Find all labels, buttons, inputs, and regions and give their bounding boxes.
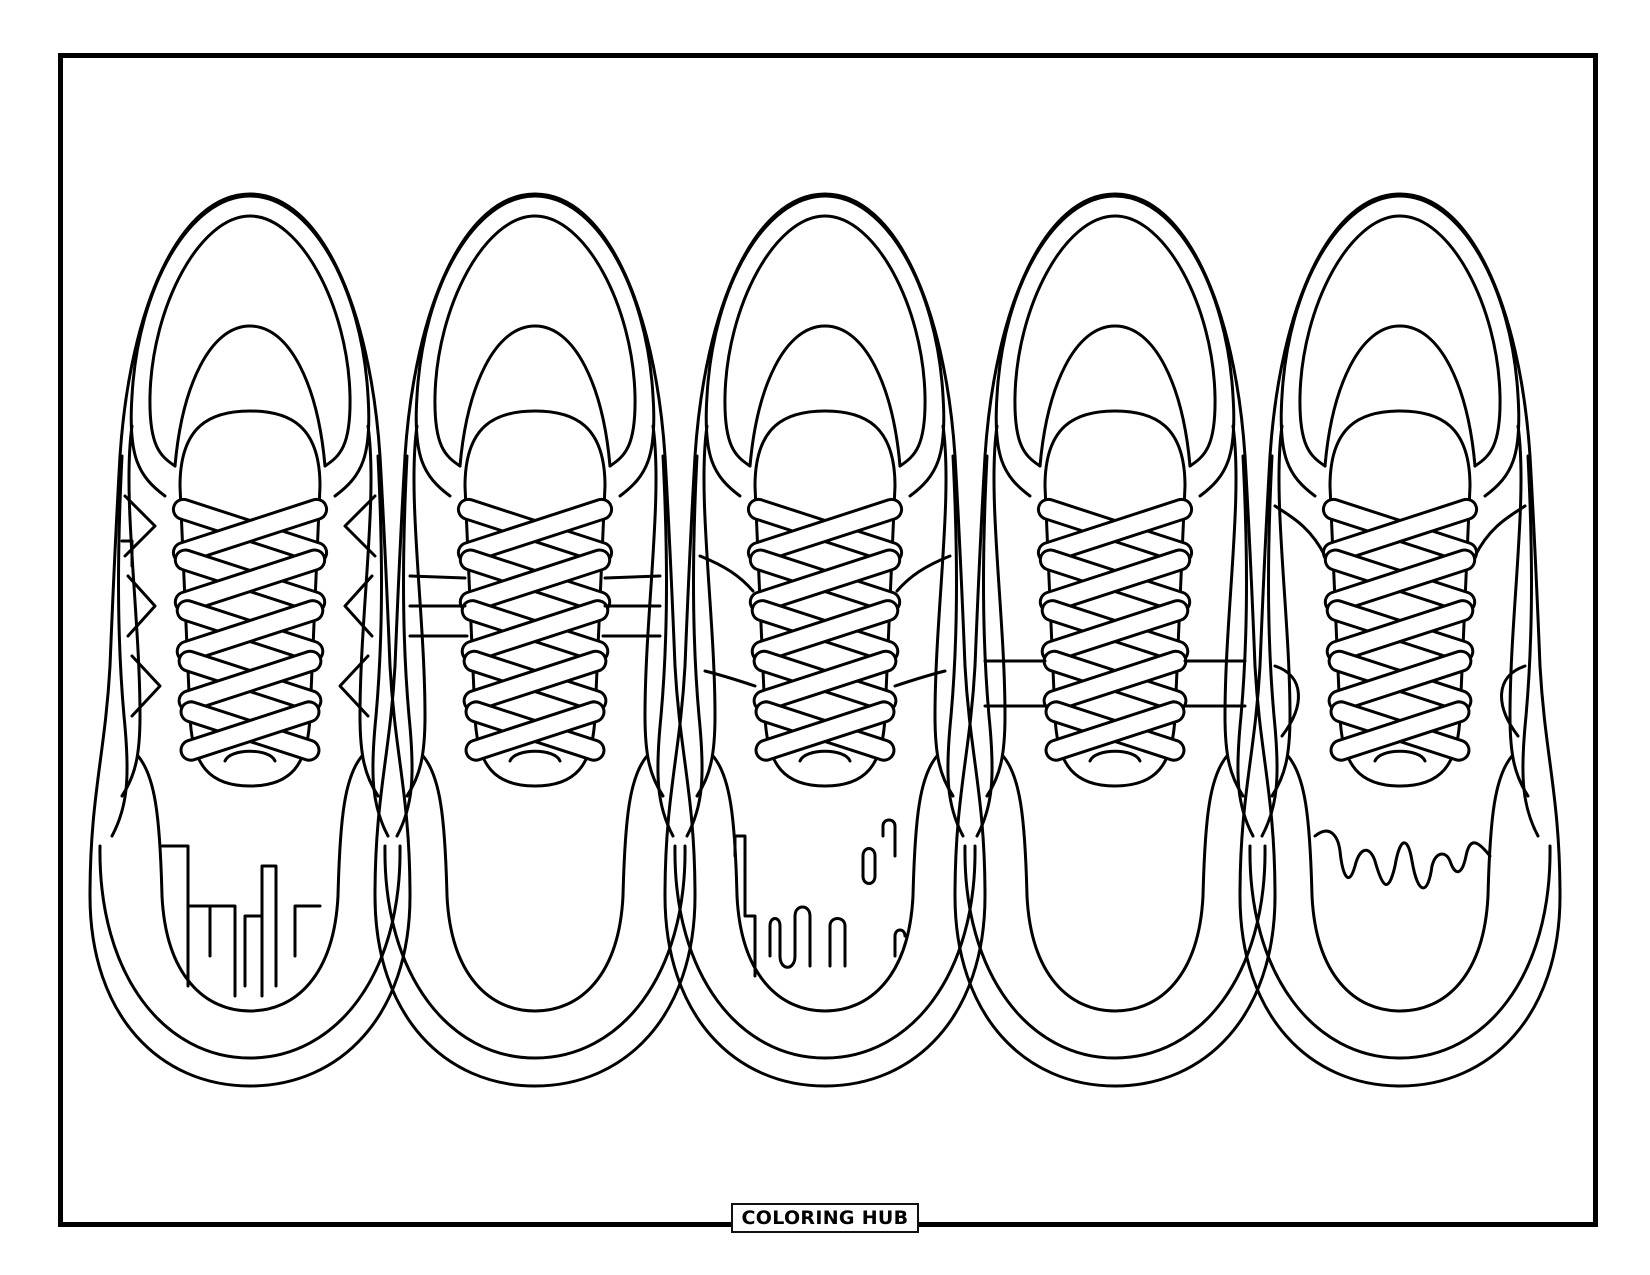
shoe-5-wave-pattern: [1273, 504, 1527, 738]
shoe-2: [373, 192, 697, 1088]
shoe-3-drip-pattern: [733, 818, 907, 978]
badge-label: COLORING HUB: [741, 1207, 909, 1229]
shoe-1-chevron-pattern: [120, 494, 377, 718]
shoe-1-skyline-pattern: [160, 844, 322, 998]
shoe-2-stripe-pattern: [408, 574, 662, 638]
shoe-4: [953, 192, 1277, 1088]
shoe-3: [663, 192, 987, 1088]
shoe-4-band-pattern: [983, 659, 1247, 708]
shoe-5: [1238, 192, 1562, 1088]
coloring-hub-badge: COLORING HUB: [731, 1203, 919, 1233]
shoe-3-band-pattern: [698, 554, 952, 688]
shoe-1: [88, 192, 412, 1088]
shoe-5-drip-wave-pattern: [1313, 829, 1492, 890]
